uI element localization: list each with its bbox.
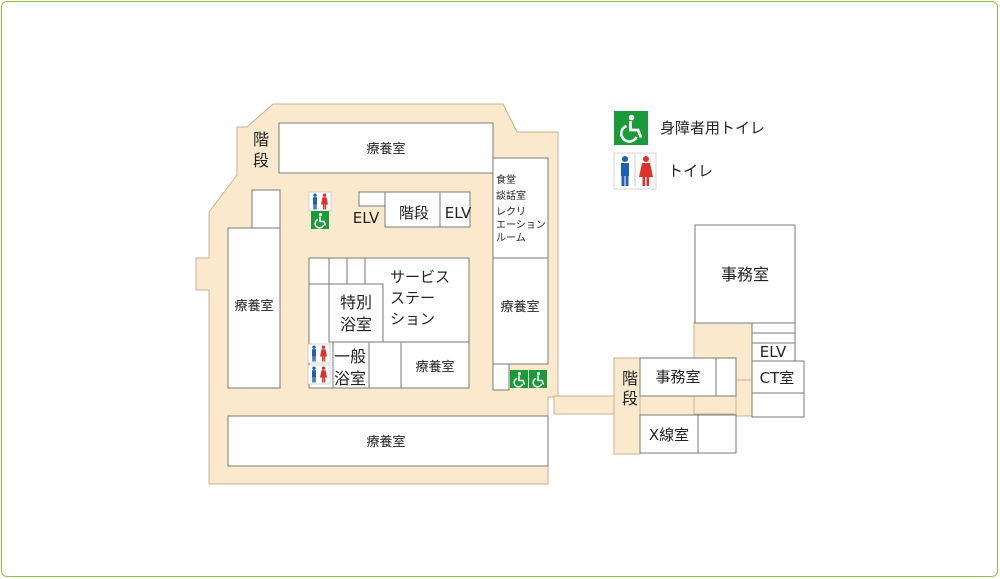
label-jimushitsu-small: 事務室 <box>655 368 700 386</box>
label-kaidan-right-1: 階 <box>622 369 638 388</box>
label-shokudo-5: ルーム <box>496 232 526 244</box>
room-jimushitsu-small <box>639 357 717 397</box>
label-kaidan-left-1: 階 <box>253 130 269 149</box>
label-service-3: ション <box>390 310 435 328</box>
legend: 身障者用トイレ トイレ <box>612 109 765 190</box>
label-ippan-2: 浴室 <box>334 369 366 388</box>
label-ryoyo-left: 療養室 <box>234 298 273 314</box>
label-tokubetsu-1: 特別 <box>340 293 372 312</box>
label-ryoyo-top: 療養室 <box>366 141 405 157</box>
label-service-1: サービス <box>390 268 450 286</box>
legend-toilet: トイレ <box>668 162 713 180</box>
label-shokudo-1: 食堂 <box>496 173 516 186</box>
female-icon <box>307 364 331 385</box>
toilet-legend-icon <box>613 152 657 190</box>
room-jimushitsu-side <box>715 357 737 397</box>
label-kaidan-center: 階段 <box>399 204 429 222</box>
room-elv3-cell1 <box>751 322 796 334</box>
rooms <box>227 122 805 467</box>
wheelchair-icon <box>509 369 529 389</box>
label-ippan-1: 一般 <box>334 347 366 366</box>
wheelchair-icon <box>612 109 650 147</box>
wheelchair-icon <box>528 369 548 389</box>
room-jimushitsu-top <box>694 224 796 324</box>
label-xray: X線室 <box>649 426 689 444</box>
room-tokubetsu <box>328 283 384 343</box>
room-ct-lower <box>751 392 805 418</box>
room-ryoyo-right-mid <box>492 257 549 365</box>
room-kaidan-center <box>384 191 441 228</box>
room-cell-a <box>308 257 330 285</box>
room-ryoyo-center <box>400 341 470 389</box>
label-elv-2: ELV <box>445 204 472 222</box>
label-kaidan-right-2: 段 <box>622 389 638 408</box>
label-ct: CT室 <box>760 369 795 387</box>
room-xray <box>639 414 699 454</box>
label-shokudo-4: エーション <box>496 220 546 231</box>
label-elv-3: ELV <box>760 343 787 361</box>
room-cell-b <box>328 257 348 285</box>
room-elv2 <box>439 191 471 228</box>
legend-accessible-toilet: 身障者用トイレ <box>660 119 765 137</box>
room-xray-side <box>697 414 737 454</box>
label-shokudo-2: 談話室 <box>496 189 526 202</box>
room-cell-c <box>346 257 366 285</box>
room-ct <box>751 360 805 394</box>
room-ryoyo-left <box>227 227 281 389</box>
room-small-bottom <box>492 363 510 391</box>
label-ryoyo-bottom: 療養室 <box>366 434 405 450</box>
room-ryoyo-top <box>278 122 494 174</box>
room-ryoyo-bottom <box>227 415 549 467</box>
male-icon <box>307 343 331 364</box>
room-small-left <box>251 189 281 229</box>
room-shokudo <box>492 157 549 259</box>
label-kaidan-left-2: 段 <box>253 151 269 170</box>
label-jimushitsu-top: 事務室 <box>721 265 769 284</box>
label-ryoyo-center: 療養室 <box>415 359 454 375</box>
room-labels: 療養室 階 段 ELV 階段 ELV 食堂 談話室 レクリ エーション ルーム … <box>234 130 794 450</box>
room-elv-top-cell <box>358 191 386 207</box>
label-shokudo-3: レクリ <box>496 206 526 218</box>
room-elv3-cell2 <box>751 332 796 344</box>
label-elv-1: ELV <box>353 209 380 227</box>
label-tokubetsu-2: 浴室 <box>340 315 372 334</box>
room-ippan-side <box>368 341 402 389</box>
label-service-2: ステー <box>390 289 435 307</box>
label-ryoyo-right-mid: 療養室 <box>500 299 539 315</box>
wheelchair-icon <box>310 210 330 230</box>
male-icon <box>308 191 332 212</box>
